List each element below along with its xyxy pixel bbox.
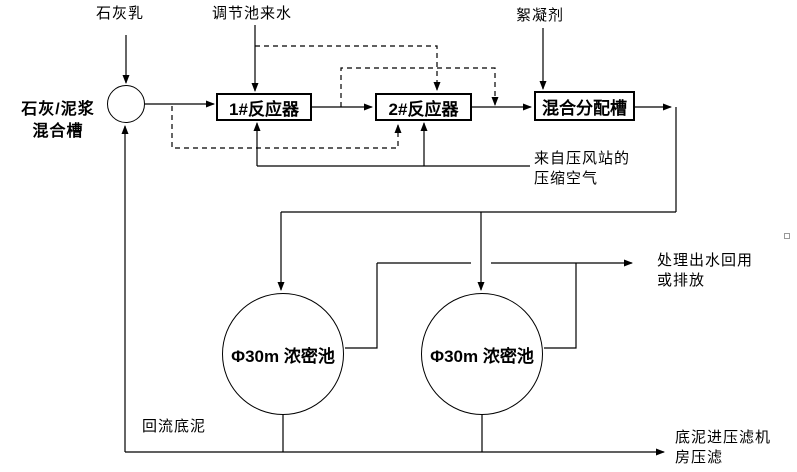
dashed-bypass-reactor1-to-outlet	[340, 67, 499, 107]
node-thickener-1: Φ30m 浓密池	[222, 293, 344, 415]
label-line: 混合槽	[32, 123, 84, 140]
node-mixing-distribution-tank: 混合分配槽	[534, 91, 635, 121]
solid-connectors	[121, 25, 677, 456]
label-line: 处理出水回用	[657, 252, 754, 269]
dashed-bypass-mixer-to-reactor2	[171, 106, 402, 149]
label-lime-milk: 石灰乳	[96, 5, 145, 22]
label-regulating-pool-water: 调节池来水	[212, 5, 293, 22]
label-line: 来自压风站的	[534, 150, 631, 167]
label-line: 压缩空气	[534, 170, 599, 187]
label-lime-slurry-mixing-tank: 石灰/泥浆 混合槽	[14, 99, 102, 143]
dashed-connectors	[171, 45, 499, 149]
label-line: 或排放	[657, 272, 706, 289]
node-thickener-2: Φ30m 浓密池	[421, 293, 543, 415]
line-thickener1-overflow	[345, 263, 378, 349]
label-flocculant: 絮凝剂	[516, 7, 565, 24]
dashed-bypass-feed-to-reactor2	[255, 45, 441, 91]
label-line: 房压滤	[675, 449, 724, 466]
label-line: 底泥进压滤机	[675, 429, 772, 446]
label-line: 石灰/泥浆	[21, 101, 95, 118]
node-lime-slurry-mixing-tank	[107, 85, 145, 123]
line-distribution-run	[281, 107, 677, 213]
label-sludge-to-filter-press: 底泥进压滤机 房压滤	[675, 428, 771, 468]
node-reactor-2: 2#反应器	[375, 93, 472, 121]
stray-square	[784, 233, 790, 239]
line-thickener2-overflow	[544, 263, 577, 349]
label-treated-water-outlet: 处理出水回用 或排放	[657, 251, 753, 291]
label-compressed-air: 来自压风站的 压缩空气	[534, 149, 630, 189]
label-return-sludge: 回流底泥	[142, 418, 207, 435]
node-reactor-1: 1#反应器	[216, 93, 312, 121]
